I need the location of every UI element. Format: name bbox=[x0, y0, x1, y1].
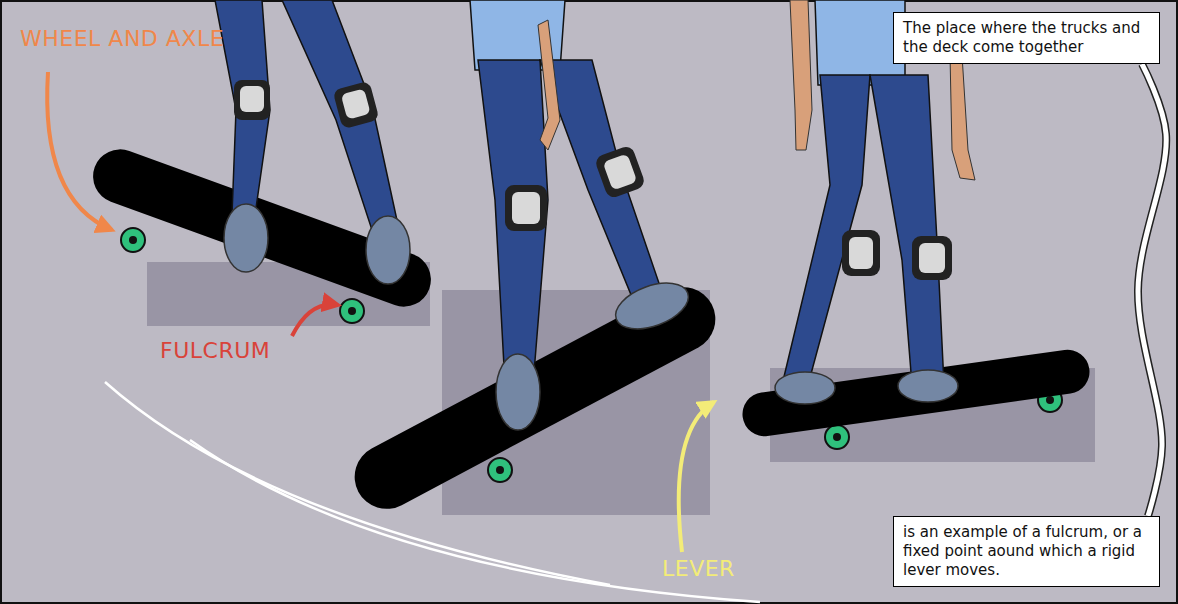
rider-legs-1 bbox=[215, 0, 410, 284]
callout-text: The place where the trucks and the deck … bbox=[903, 19, 1150, 57]
callout-box: The place where the trucks and the deck … bbox=[893, 12, 1160, 64]
tail-line bbox=[1138, 64, 1166, 516]
part-label: LEVER bbox=[662, 556, 735, 581]
callout-box: is an example of a fulcrum, or a fixed p… bbox=[893, 516, 1160, 587]
leader-arrow bbox=[47, 72, 112, 230]
part-label: WHEEL AND AXLE bbox=[20, 26, 224, 51]
leader-arrow bbox=[292, 304, 338, 336]
callout-tail bbox=[1138, 64, 1166, 516]
callout-text: is an example of a fulcrum, or a fixed p… bbox=[903, 523, 1150, 580]
tail-outline bbox=[1138, 64, 1166, 516]
rider-legs-2 bbox=[470, 0, 695, 430]
leader-arrow bbox=[679, 402, 714, 552]
part-label: FULCRUM bbox=[160, 338, 270, 363]
